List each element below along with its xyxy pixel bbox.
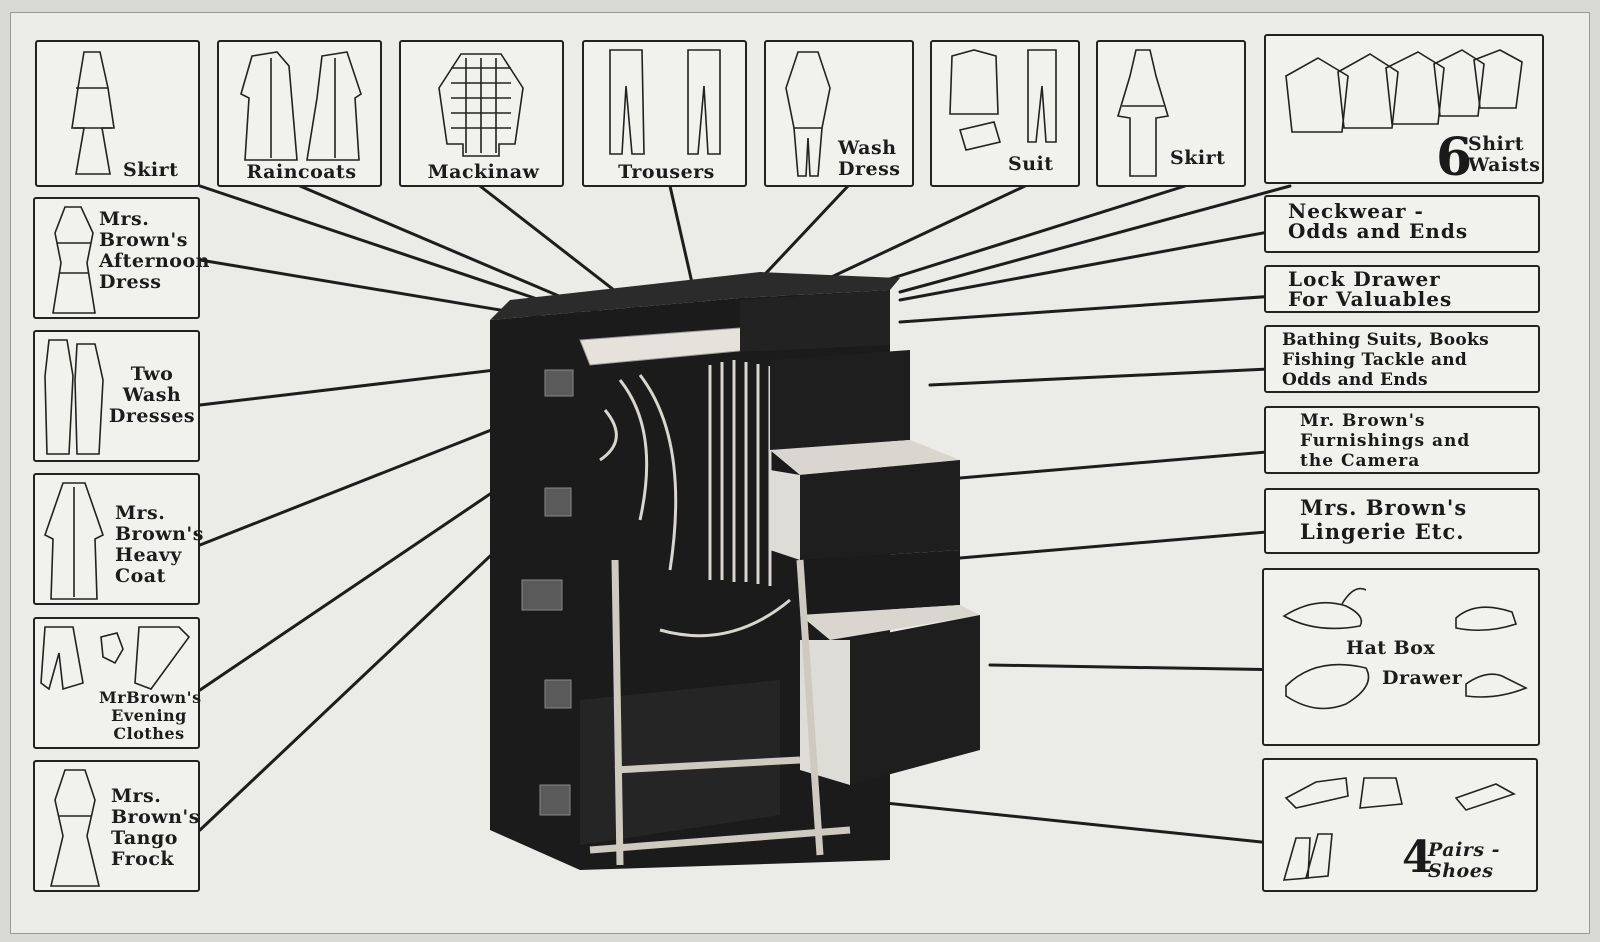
drawer-hat-side [800, 605, 980, 640]
right-box-furnishings: Mr. Brown's Furnishings and the Camera [1264, 406, 1540, 474]
right-box-neckwear: Neckwear - Odds and Ends [1264, 195, 1540, 253]
suit-icon [949, 49, 1057, 151]
frame-rail-1 [614, 756, 801, 774]
shoes-icon [1282, 777, 1516, 881]
left-box-tango-frock: Mrs. Brown's Tango Frock [33, 760, 200, 892]
trousers-icon [609, 49, 721, 155]
raincoat-icon [240, 51, 362, 161]
label-heavy-coat: Mrs. Brown's Heavy Coat [115, 502, 204, 587]
label-skirt-1: Skirt [123, 159, 179, 181]
heavy-coat-icon [44, 482, 104, 600]
label-skirt-2: Skirt [1170, 147, 1226, 169]
wash-dress-icon [785, 51, 831, 177]
hats-icon [1282, 587, 1528, 710]
label-tango-frock: Mrs. Brown's Tango Frock [111, 785, 200, 870]
shirt-waists-icon [1285, 49, 1523, 133]
label-two-wash-dresses: Two Wash Dresses [108, 363, 196, 427]
left-box-afternoon-dress: Mrs. Brown's Afternoon Dress [33, 197, 209, 319]
drawer-bathing [770, 350, 910, 450]
hanger-curve-1 [618, 379, 649, 521]
frame-post-1 [611, 559, 624, 866]
label-hat-box-1: Hat Box [1346, 637, 1436, 659]
label-lock-drawer: Lock Drawer For Valuables [1288, 267, 1453, 311]
afternoon-dress-icon [52, 206, 96, 314]
hinge-3 [521, 579, 563, 611]
drawer-shoes [580, 680, 780, 845]
right-box-lingerie: Mrs. Brown's Lingerie Etc. [1264, 488, 1540, 554]
label-suit: Suit [1008, 153, 1054, 175]
top-box-trousers: Trousers [582, 40, 747, 187]
top-box-mackinaw: Mackinaw [399, 40, 564, 187]
wash-dresses-icon [44, 339, 104, 455]
shoes-count: 4 [1402, 832, 1433, 883]
left-box-two-wash-dresses: Two Wash Dresses [33, 330, 200, 462]
label-mackinaw: Mackinaw [427, 161, 540, 183]
label-afternoon-dress: Mrs. Brown's Afternoon Dress [99, 208, 210, 293]
right-box-lock-drawer: Lock Drawer For Valuables [1264, 265, 1540, 313]
top-box-skirt-2: Skirt [1096, 40, 1246, 187]
drawer-lock [740, 290, 890, 352]
drawer-lingerie [800, 550, 960, 615]
skirt-icon [71, 51, 115, 175]
label-evening-clothes: MrBrown's Evening Clothes [99, 688, 202, 743]
drawer-hat [850, 615, 980, 785]
label-neckwear: Neckwear - Odds and Ends [1288, 199, 1469, 243]
label-furnishings: Mr. Brown's Furnishings and the Camera [1300, 411, 1471, 471]
hanger-curve-4 [659, 598, 791, 638]
top-box-skirt-1: Skirt [35, 40, 200, 187]
label-bathing-suits: Bathing Suits, Books Fishing Tackle and … [1282, 330, 1489, 390]
right-box-hat-box: Hat Box Drawer [1262, 568, 1540, 746]
hinge-5 [539, 784, 571, 816]
mackinaw-icon [438, 53, 524, 157]
right-box-shoes: 4 Pairs - Shoes [1262, 758, 1538, 892]
frame-rail-2 [589, 826, 851, 854]
trunk-top [490, 272, 900, 320]
drawer-furnishings-face [770, 470, 800, 560]
hinge-2 [544, 487, 572, 517]
label-shoes: Pairs - Shoes [1428, 839, 1501, 882]
hinge-1 [544, 369, 574, 397]
frame-post-2 [796, 559, 824, 856]
drawer-stack [580, 290, 980, 845]
hanger-curve-3 [599, 409, 618, 462]
top-box-wash-dress: Wash Dress [764, 40, 914, 187]
label-shirt-waists: Shirt Waists [1468, 133, 1541, 176]
label-raincoats: Raincoats [246, 161, 357, 183]
right-box-bathing-suits: Bathing Suits, Books Fishing Tackle and … [1264, 325, 1540, 393]
hanger-curve-2 [638, 374, 678, 571]
left-box-heavy-coat: Mrs. Brown's Heavy Coat [33, 473, 203, 605]
label-trousers: Trousers [618, 161, 715, 183]
top-box-suit: Suit [930, 40, 1080, 187]
tango-frock-icon [49, 769, 101, 887]
label-lingerie: Mrs. Brown's Lingerie Etc. [1300, 495, 1468, 544]
drawer-furnishings [800, 460, 960, 560]
label-hat-box-2: Drawer [1382, 667, 1463, 689]
top-box-shirt-waists: 6 Shirt Waists [1264, 34, 1544, 184]
label-wash-dress: Wash Dress [838, 137, 901, 180]
hinge-4 [544, 679, 572, 709]
top-box-raincoats: Raincoats [217, 40, 382, 187]
skirt-icon [1116, 49, 1170, 177]
shirt-waists-count: 6 [1436, 127, 1473, 188]
wardrobe-trunk [490, 272, 980, 870]
evening-clothes-icon [40, 626, 191, 691]
drawer-furnishings-side [770, 440, 960, 475]
left-box-evening-clothes: MrBrown's Evening Clothes [33, 617, 202, 749]
